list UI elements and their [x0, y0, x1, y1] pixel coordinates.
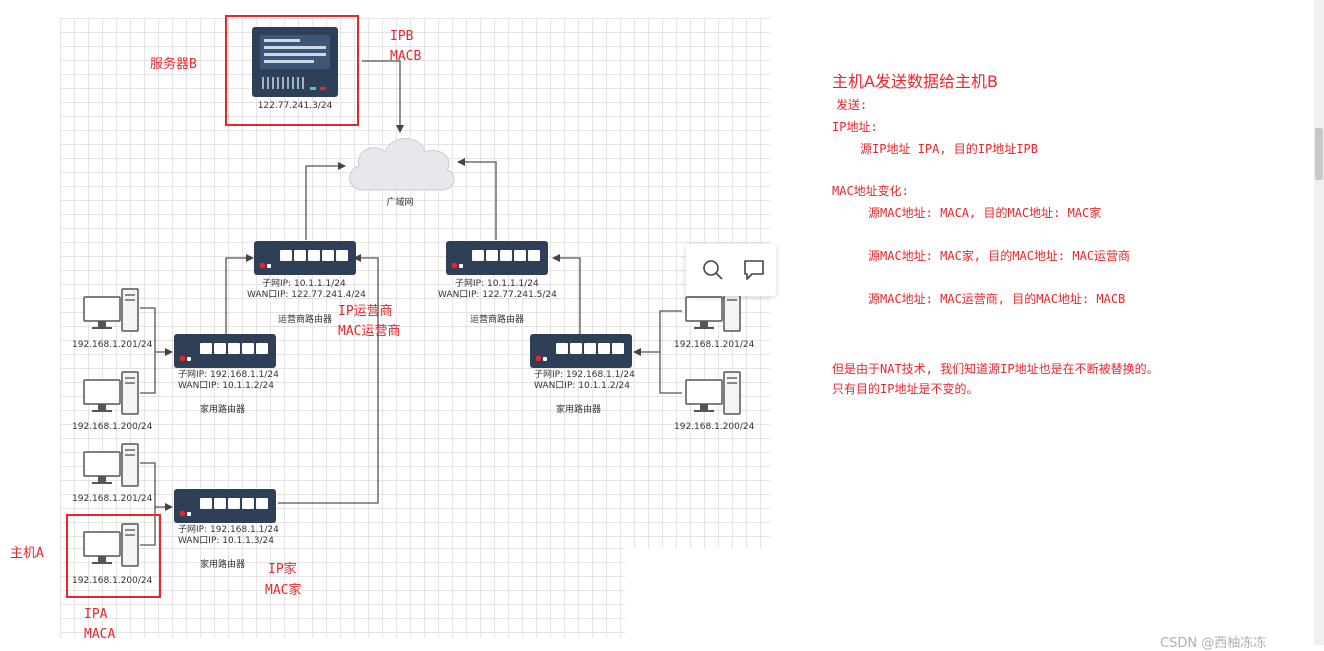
wire-pcr1-home — [633, 310, 682, 356]
pc-icon — [83, 443, 139, 487]
diagram-canvas-extension — [60, 548, 625, 638]
pc-icon — [83, 288, 139, 332]
wire-server-cloud — [362, 60, 404, 133]
server-b-label: 服务器B — [150, 57, 197, 72]
notes-mac-2: 源MAC地址: MAC家, 目的MAC地址: MAC运营商 — [868, 249, 1131, 263]
ipb-label: IPB — [390, 29, 414, 44]
server-icon — [252, 27, 338, 97]
notes-send: 发送: — [836, 98, 868, 112]
pc-icon — [83, 371, 139, 415]
home-right-lan-ip: 子网IP: 192.168.1.1/24 — [534, 370, 635, 380]
isp-router-right — [446, 241, 548, 275]
wire-home-bottom-isp — [278, 254, 379, 504]
home-router-left-top — [174, 334, 276, 368]
scrollbar[interactable] — [1314, 0, 1324, 645]
home-left-top-lan-ip: 子网IP: 192.168.1.1/24 — [178, 370, 279, 380]
host-a-highlight-box — [66, 514, 161, 598]
server-highlight-box — [225, 15, 359, 126]
notes-ip-detail: 源IP地址 IPA, 目的IP地址IPB — [860, 142, 1038, 156]
wire-pc3-home — [140, 462, 173, 511]
home-left-bottom-name: 家用路由器 — [200, 560, 246, 570]
home-router-right — [530, 334, 632, 368]
wan-label: 广域网 — [386, 198, 414, 208]
ip-isp-label: IP运营商 — [338, 304, 393, 319]
notes-ip-addr: IP地址: — [832, 120, 878, 134]
floating-toolbar — [686, 244, 776, 296]
notes-mac-3: 源MAC地址: MAC运营商, 目的MAC地址: MACB — [868, 292, 1126, 306]
mac-home-label: MAC家 — [265, 583, 302, 598]
isp-right-wan-ip: WAN口IP: 122.77.241.5/24 — [438, 290, 557, 300]
pc-right-2-ip: 192.168.1.200/24 — [674, 422, 755, 432]
home-left-bottom-wan-ip: WAN口IP: 10.1.1.3/24 — [178, 536, 274, 546]
isp-left-lan-ip: 子网IP: 10.1.1.1/24 — [262, 279, 346, 289]
home-left-top-name: 家用路由器 — [200, 405, 246, 415]
pc-left-1-ip: 192.168.1.201/24 — [72, 340, 153, 350]
pc-left-4-ip: 192.168.1.200/24 — [72, 576, 153, 586]
maca-label: MACA — [84, 627, 116, 642]
home-left-top-wan-ip: WAN口IP: 10.1.1.2/24 — [178, 381, 274, 391]
isp-left-name: 运营商路由器 — [278, 315, 333, 325]
home-router-left-bottom — [174, 489, 276, 523]
notes-nat-2: 只有目的IP地址是不变的。 — [832, 382, 979, 396]
home-left-bottom-lan-ip: 子网IP: 192.168.1.1/24 — [178, 525, 279, 535]
ip-home-label: IP家 — [268, 562, 297, 577]
notes-nat-1: 但是由于NAT技术, 我们知道源IP地址也是在不断被替换的。 — [832, 362, 1159, 376]
ipa-label: IPA — [84, 607, 108, 622]
wire-isp-left-cloud — [305, 162, 346, 240]
home-right-wan-ip: WAN口IP: 10.1.1.2/24 — [534, 381, 630, 391]
isp-right-lan-ip: 子网IP: 10.1.1.1/24 — [455, 279, 539, 289]
scrollbar-thumb[interactable] — [1315, 128, 1323, 180]
cloud-icon — [349, 138, 455, 191]
pc-right-1-ip: 192.168.1.201/24 — [674, 340, 755, 350]
notes-mac-1: 源MAC地址: MACA, 目的MAC地址: MAC家 — [868, 206, 1102, 220]
isp-router-left — [254, 241, 356, 275]
isp-left-wan-ip: WAN口IP: 122.77.241.4/24 — [247, 290, 366, 300]
pc-icon — [685, 371, 741, 415]
diagram-canvas — [60, 18, 770, 548]
macb-label: MACB — [390, 49, 422, 64]
search-icon[interactable] — [702, 259, 724, 281]
notes-mac-change: MAC地址变化: — [832, 184, 909, 198]
mac-isp-label: MAC运营商 — [338, 324, 401, 339]
wire-home-top-isp — [225, 254, 254, 335]
wire-isp-right-cloud — [457, 158, 497, 240]
notes-title: 主机A发送数据给主机B — [832, 72, 998, 91]
wire-pc1-home — [140, 307, 173, 356]
host-a-label: 主机A — [10, 546, 44, 561]
pc-left-2-ip: 192.168.1.200/24 — [72, 422, 153, 432]
watermark: CSDN @西柚冻冻 — [1160, 636, 1267, 651]
wire-home-right-isp — [552, 254, 581, 335]
isp-right-name: 运营商路由器 — [470, 315, 525, 325]
pc-icon — [83, 523, 139, 567]
comment-icon[interactable] — [742, 258, 766, 282]
server-ip-label: 122.77.241.3/24 — [257, 101, 333, 111]
home-right-name: 家用路由器 — [556, 405, 602, 415]
pc-left-3-ip: 192.168.1.201/24 — [72, 494, 153, 504]
